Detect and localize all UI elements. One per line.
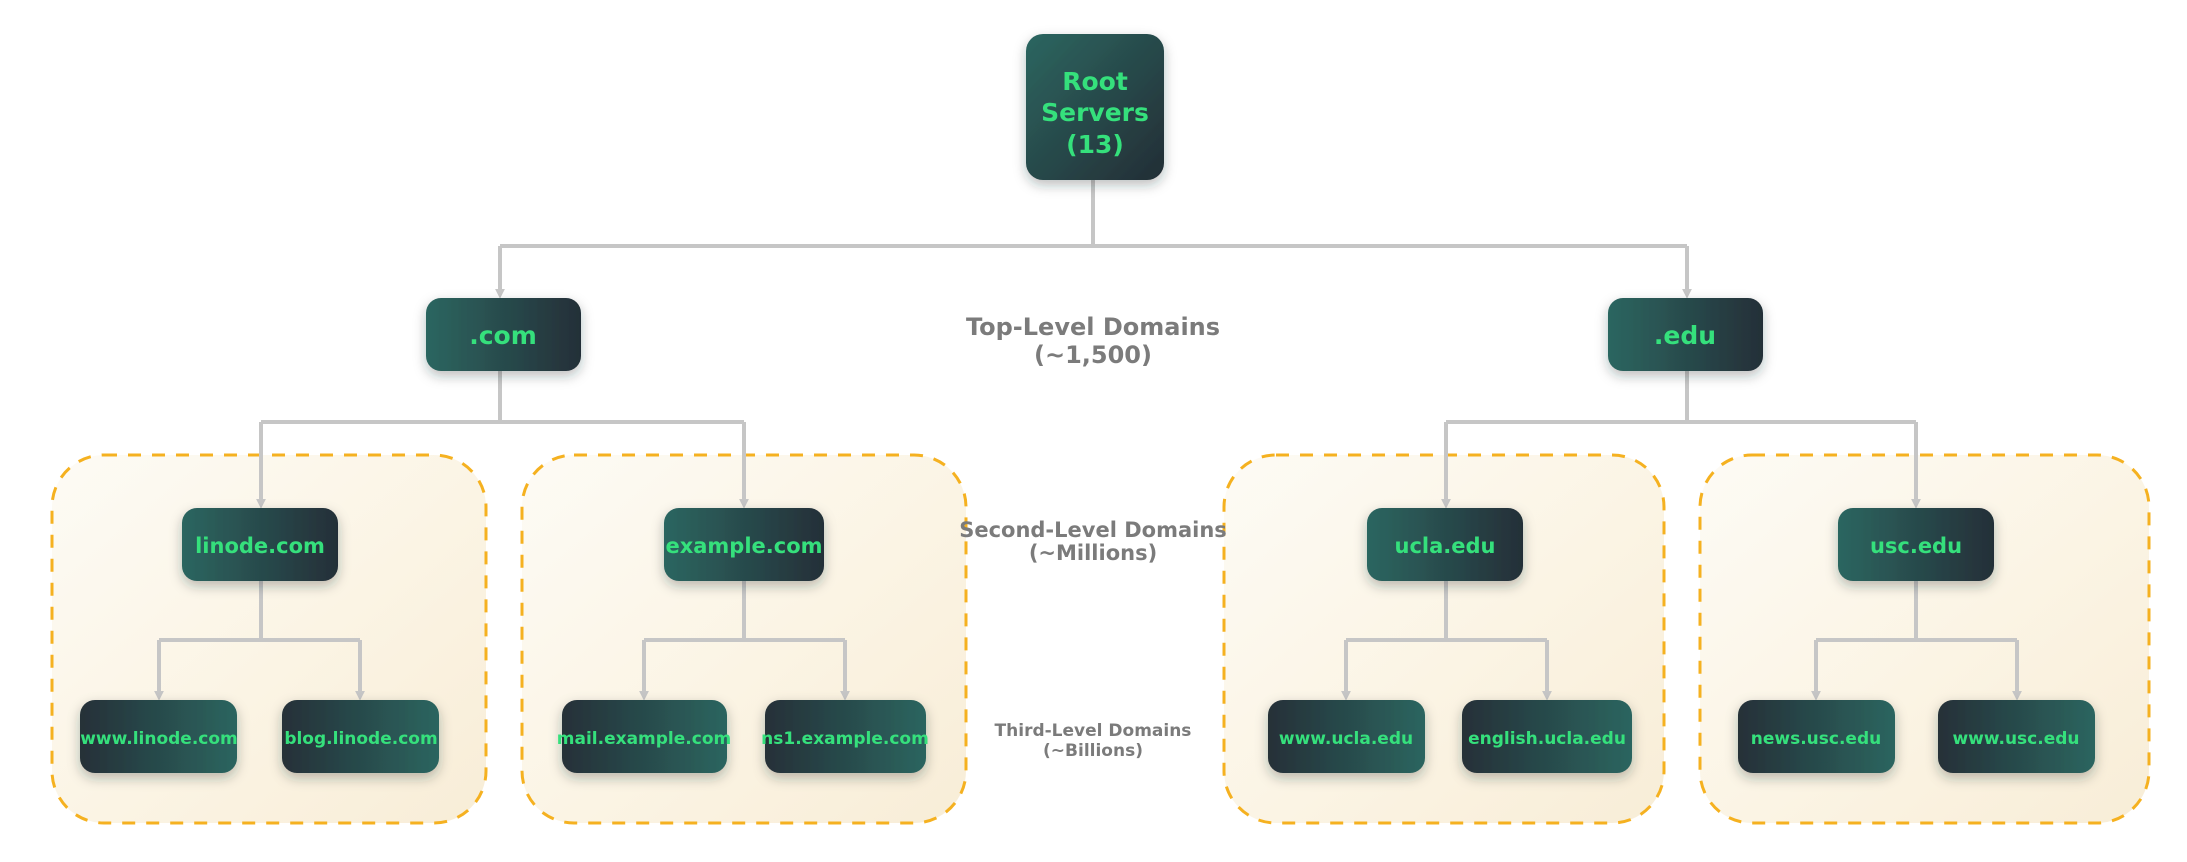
node-sld-ucla-box <box>1367 508 1523 581</box>
tier-label-third-level-title: Third-Level Domains <box>995 721 1192 741</box>
node-tld-edu-label: .edu <box>1654 321 1716 350</box>
node-sld-usc-label: usc.edu <box>1870 534 1962 558</box>
node-sld-ucla[interactable]: ucla.edu <box>1367 508 1523 581</box>
node-sld-linode-box <box>182 508 338 581</box>
node-tld3-www-usc[interactable]: www.usc.edu <box>1938 700 2095 773</box>
tier-label-second-level-count: (~Millions) <box>1029 541 1157 565</box>
connector-root-bus <box>500 180 1687 248</box>
node-sld-example[interactable]: example.com <box>664 508 824 581</box>
node-tld-com-label: .com <box>469 321 537 350</box>
node-tld3-news-usc[interactable]: news.usc.edu <box>1738 700 1895 773</box>
node-tld3-www-usc-label: www.usc.edu <box>1952 729 2079 749</box>
node-tld3-mail-example-label: mail.example.com <box>557 729 731 749</box>
node-sld-linode[interactable]: linode.com <box>182 508 338 581</box>
tier-label-tld-count: (~1,500) <box>1034 341 1152 369</box>
tier-label-second-level: Second-Level Domains (~Millions) <box>959 518 1227 565</box>
node-tld3-news-usc-box <box>1738 700 1895 773</box>
node-tld3-ns1-example-label: ns1.example.com <box>761 729 929 749</box>
node-tld3-mail-example-box <box>562 700 727 773</box>
node-root-servers-box <box>1026 34 1164 180</box>
node-tld3-www-linode-label: www.linode.com <box>80 729 238 749</box>
node-sld-usc[interactable]: usc.edu <box>1838 508 1994 581</box>
tier-label-third-level-count: (~Billions) <box>1043 741 1143 761</box>
node-tld3-news-usc-label: news.usc.edu <box>1751 729 1881 749</box>
node-tld3-blog-linode[interactable]: blog.linode.com <box>282 700 439 773</box>
connector-linode-bus <box>159 581 360 642</box>
node-tld3-english-ucla-box <box>1462 700 1632 773</box>
connector-usc-bus <box>1816 581 2017 642</box>
node-sld-example-box <box>664 508 824 581</box>
node-root-servers-line-3: (13) <box>1066 130 1124 159</box>
node-tld3-english-ucla[interactable]: english.ucla.edu <box>1462 700 1632 773</box>
node-tld-com[interactable]: .com <box>426 298 581 371</box>
node-tld3-blog-linode-box <box>282 700 439 773</box>
node-sld-linode-label: linode.com <box>195 534 325 558</box>
connector-com-bus <box>261 371 744 424</box>
node-root-servers-line-2: Servers <box>1041 98 1149 127</box>
node-tld3-english-ucla-label: english.ucla.edu <box>1468 729 1626 749</box>
tier-label-tld: Top-Level Domains (~1,500) <box>966 313 1220 369</box>
node-tld3-blog-linode-label: blog.linode.com <box>284 729 437 749</box>
node-tld3-www-ucla[interactable]: www.ucla.edu <box>1268 700 1425 773</box>
node-tld3-www-ucla-box <box>1268 700 1425 773</box>
node-tld3-www-ucla-label: www.ucla.edu <box>1279 729 1413 749</box>
node-tld-edu[interactable]: .edu <box>1608 298 1763 371</box>
tier-label-third-level: Third-Level Domains (~Billions) <box>995 721 1192 761</box>
node-tld3-ns1-example-box <box>765 700 926 773</box>
node-tld-edu-box <box>1608 298 1763 371</box>
node-sld-example-label: example.com <box>665 534 822 558</box>
node-sld-usc-box <box>1838 508 1994 581</box>
node-tld3-mail-example[interactable]: mail.example.com <box>557 700 731 773</box>
node-tld3-www-linode[interactable]: www.linode.com <box>80 700 238 773</box>
tier-label-tld-title: Top-Level Domains <box>966 313 1220 341</box>
node-root-servers[interactable]: Root Servers (13) <box>1026 34 1164 180</box>
connector-example-bus <box>644 581 845 642</box>
node-tld-com-box <box>426 298 581 371</box>
node-sld-ucla-label: ucla.edu <box>1395 534 1496 558</box>
tier-label-second-level-title: Second-Level Domains <box>959 518 1227 542</box>
node-tld3-www-usc-box <box>1938 700 2095 773</box>
node-tld3-www-linode-box <box>80 700 237 773</box>
connector-edu-bus <box>1446 371 1916 424</box>
node-root-servers-line-1: Root <box>1062 67 1128 96</box>
node-tld3-ns1-example[interactable]: ns1.example.com <box>761 700 929 773</box>
connector-ucla-bus <box>1346 581 1547 642</box>
